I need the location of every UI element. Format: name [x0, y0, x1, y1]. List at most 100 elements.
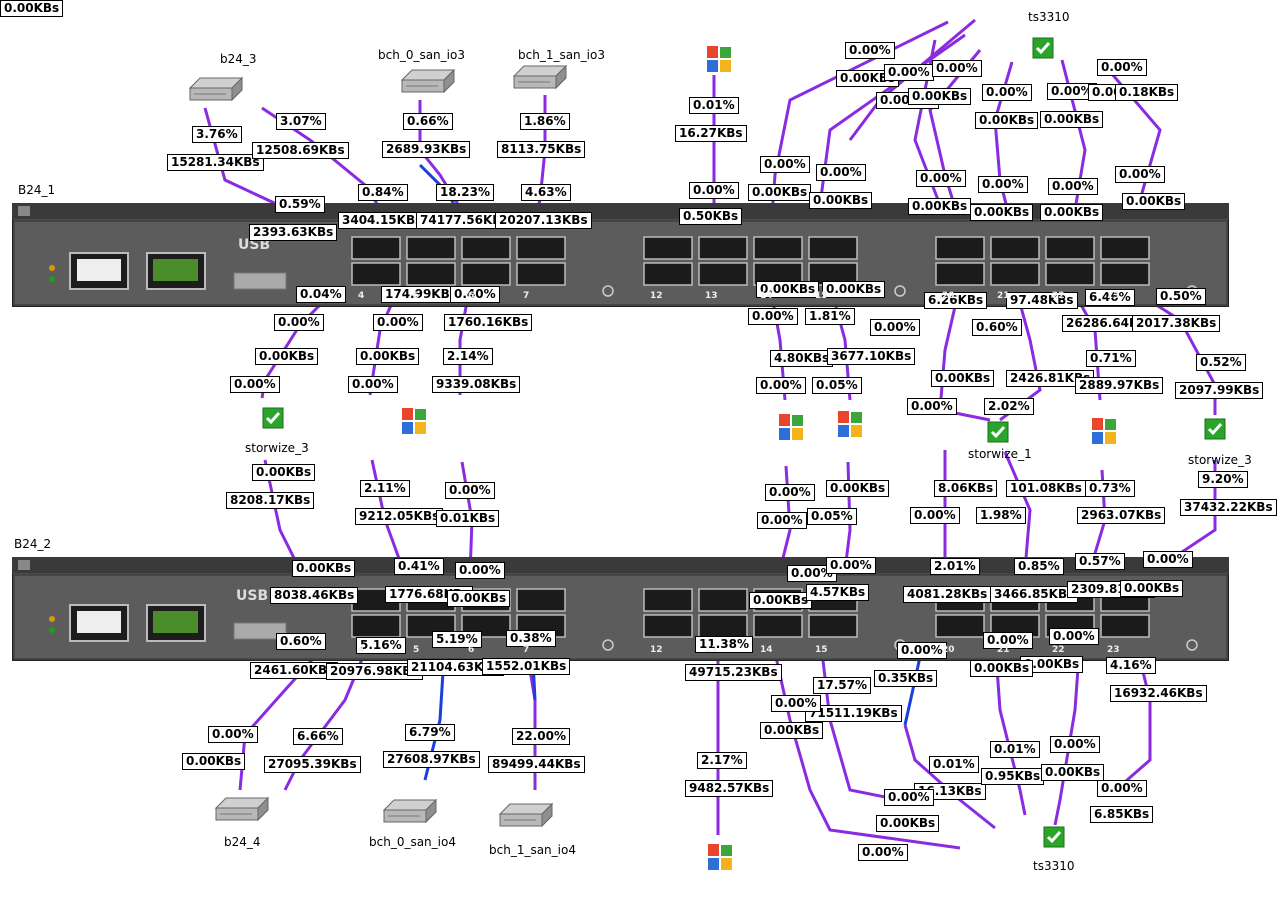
- link-throughput-label: 1552.01KBs: [482, 658, 571, 675]
- device-name-ts3310-bottom[interactable]: ts3310: [1033, 859, 1075, 873]
- link-utilization-label: 0.00%: [907, 398, 957, 415]
- link-throughput-label: 0.00KBs: [931, 370, 995, 387]
- link-throughput-label: 97.48KBs: [1006, 292, 1078, 309]
- link-utilization-label: 0.04%: [296, 286, 346, 303]
- port-number-label: 4: [358, 645, 365, 655]
- windows-host-icon-top[interactable]: [705, 44, 733, 74]
- device-name-bch-0-san-io4[interactable]: bch_0_san_io4: [369, 835, 456, 849]
- link-utilization-label: 2.02%: [984, 398, 1034, 415]
- link-throughput-label: 16932.46KBs: [1110, 685, 1207, 702]
- green-check-status-icon-storwize-3-right[interactable]: [1204, 418, 1226, 440]
- link-throughput-label: 0.00KBs: [1041, 764, 1105, 781]
- link-throughput-label: 0.00KBs: [182, 753, 246, 770]
- device-name-storwize-1[interactable]: storwize_1: [968, 447, 1032, 461]
- link-throughput-label: 0.35KBs: [874, 670, 938, 687]
- switch-name-b24-1[interactable]: B24_1: [18, 183, 56, 197]
- windows-host-icon-mid-3[interactable]: [836, 409, 864, 439]
- disk-array-icon-b24-4[interactable]: [214, 794, 270, 824]
- device-name-ts3310-top[interactable]: ts3310: [1028, 10, 1070, 24]
- green-check-status-icon-storwize-3-left[interactable]: [262, 407, 284, 429]
- link-utilization-label: 0.00%: [1097, 780, 1147, 797]
- port-number-label: 23: [1107, 291, 1120, 301]
- disk-array-icon-b24-3[interactable]: [188, 74, 244, 104]
- link-utilization-label: 0.66%: [403, 113, 453, 130]
- link-utilization-label: 0.00%: [858, 844, 908, 861]
- link-utilization-label: 0.00%: [689, 182, 739, 199]
- link-throughput-label: 2393.63KBs: [249, 224, 338, 241]
- link-utilization-label: 0.00%: [910, 507, 960, 524]
- link-throughput-label: 0.00KBs: [255, 348, 319, 365]
- link-28[interactable]: [1003, 451, 1032, 571]
- port-number-label: 15: [815, 645, 828, 655]
- link-utilization-label: 0.59%: [275, 196, 325, 213]
- port-number-label: 15: [815, 291, 828, 301]
- link-throughput-label: 0.00KBs: [970, 204, 1034, 221]
- device-name-b24-4[interactable]: b24_4: [224, 835, 261, 849]
- link-utilization-label: 2.17%: [697, 752, 747, 769]
- link-utilization-label: 0.00%: [373, 314, 423, 331]
- device-name-bch-0-san-io3[interactable]: bch_0_san_io3: [378, 48, 465, 62]
- link-utilization-label: 0.00%: [1097, 59, 1147, 76]
- link-throughput-label: 49715.23KBs: [685, 664, 782, 681]
- windows-host-icon-mid-2[interactable]: [777, 412, 805, 442]
- link-utilization-label: 0.57%: [1075, 553, 1125, 570]
- switch-name-b24-2[interactable]: B24_2: [14, 537, 52, 551]
- green-check-status-icon-storwize-1[interactable]: [987, 421, 1009, 443]
- link-throughput-label: 0.00KBs: [1020, 656, 1084, 673]
- link-throughput-label: 21104.63KBs: [407, 659, 504, 676]
- port-number-label: 12: [650, 291, 663, 301]
- link-throughput-label: 0.00KBs: [0, 0, 64, 17]
- link-40[interactable]: [903, 724, 996, 830]
- link-utilization-label: 0.01%: [929, 756, 979, 773]
- windows-host-icon-mid-1[interactable]: [400, 406, 428, 436]
- port-number-label: 14: [760, 645, 773, 655]
- link-throughput-label: 8038.46KBs: [270, 587, 359, 604]
- link-throughput-label: 3466.85KBs: [990, 586, 1079, 603]
- link-35[interactable]: [768, 629, 961, 850]
- link-throughput-label: 12508.69KBs: [252, 142, 349, 159]
- link-utilization-label: 0.60%: [276, 633, 326, 650]
- link-throughput-label: 0.00KBs: [822, 281, 886, 298]
- link-throughput-label: 0.00KBs: [1120, 580, 1184, 597]
- link-utilization-label: 0.00%: [897, 642, 947, 659]
- link-throughput-label: 0.00KBs: [356, 348, 420, 365]
- port-number-label: 23: [1107, 645, 1120, 655]
- device-name-bch-1-san-io4[interactable]: bch_1_san_io4: [489, 843, 576, 857]
- link-throughput-label: 20207.13KBs: [495, 212, 592, 229]
- windows-host-icon-bottom[interactable]: [706, 842, 734, 872]
- link-throughput-label: 71511.19KBs: [805, 705, 902, 722]
- link-utilization-label: 0.38%: [506, 630, 556, 647]
- green-check-status-icon-ts3310-top[interactable]: [1032, 37, 1054, 59]
- link-utilization-label: 0.00%: [230, 376, 280, 393]
- port-number-label: 5: [413, 645, 420, 655]
- port-number-label: 5: [413, 291, 420, 301]
- link-throughput-label: 0.00KBs: [292, 560, 356, 577]
- disk-array-icon-bch-1-san-io3[interactable]: [512, 62, 568, 92]
- link-utilization-label: 11.38%: [695, 636, 753, 653]
- disk-array-icon-bch-0-san-io4[interactable]: [382, 796, 438, 826]
- device-name-bch-1-san-io3[interactable]: bch_1_san_io3: [518, 48, 605, 62]
- switch-b24-1[interactable]: [12, 203, 1229, 307]
- link-throughput-label: 0.00KBs: [749, 592, 813, 609]
- link-utilization-label: 2.11%: [360, 480, 410, 497]
- link-utilization-label: 0.00%: [978, 176, 1028, 193]
- device-name-storwize-3-right[interactable]: storwize_3: [1188, 453, 1252, 467]
- green-check-status-icon-ts3310-bottom[interactable]: [1043, 826, 1065, 848]
- device-name-storwize-3-left[interactable]: storwize_3: [245, 441, 309, 455]
- link-throughput-label: 3677.10KBs: [827, 348, 916, 365]
- port-number-label: 20: [942, 291, 955, 301]
- windows-host-icon-mid-4[interactable]: [1090, 416, 1118, 446]
- link-38[interactable]: [1053, 639, 1082, 826]
- link-utilization-label: 17.57%: [813, 677, 871, 694]
- device-name-b24-3[interactable]: b24_3: [220, 52, 257, 66]
- disk-array-icon-bch-1-san-io4[interactable]: [498, 800, 554, 830]
- link-utilization-label: 0.00%: [455, 562, 505, 579]
- port-number-label: 14: [760, 291, 773, 301]
- link-utilization-label: 0.00%: [787, 565, 837, 582]
- disk-array-icon-bch-0-san-io3[interactable]: [400, 66, 456, 96]
- link-utilization-label: 0.50%: [1156, 288, 1206, 305]
- port-number-label: 20: [942, 645, 955, 655]
- link-utilization-label: 0.85%: [1014, 558, 1064, 575]
